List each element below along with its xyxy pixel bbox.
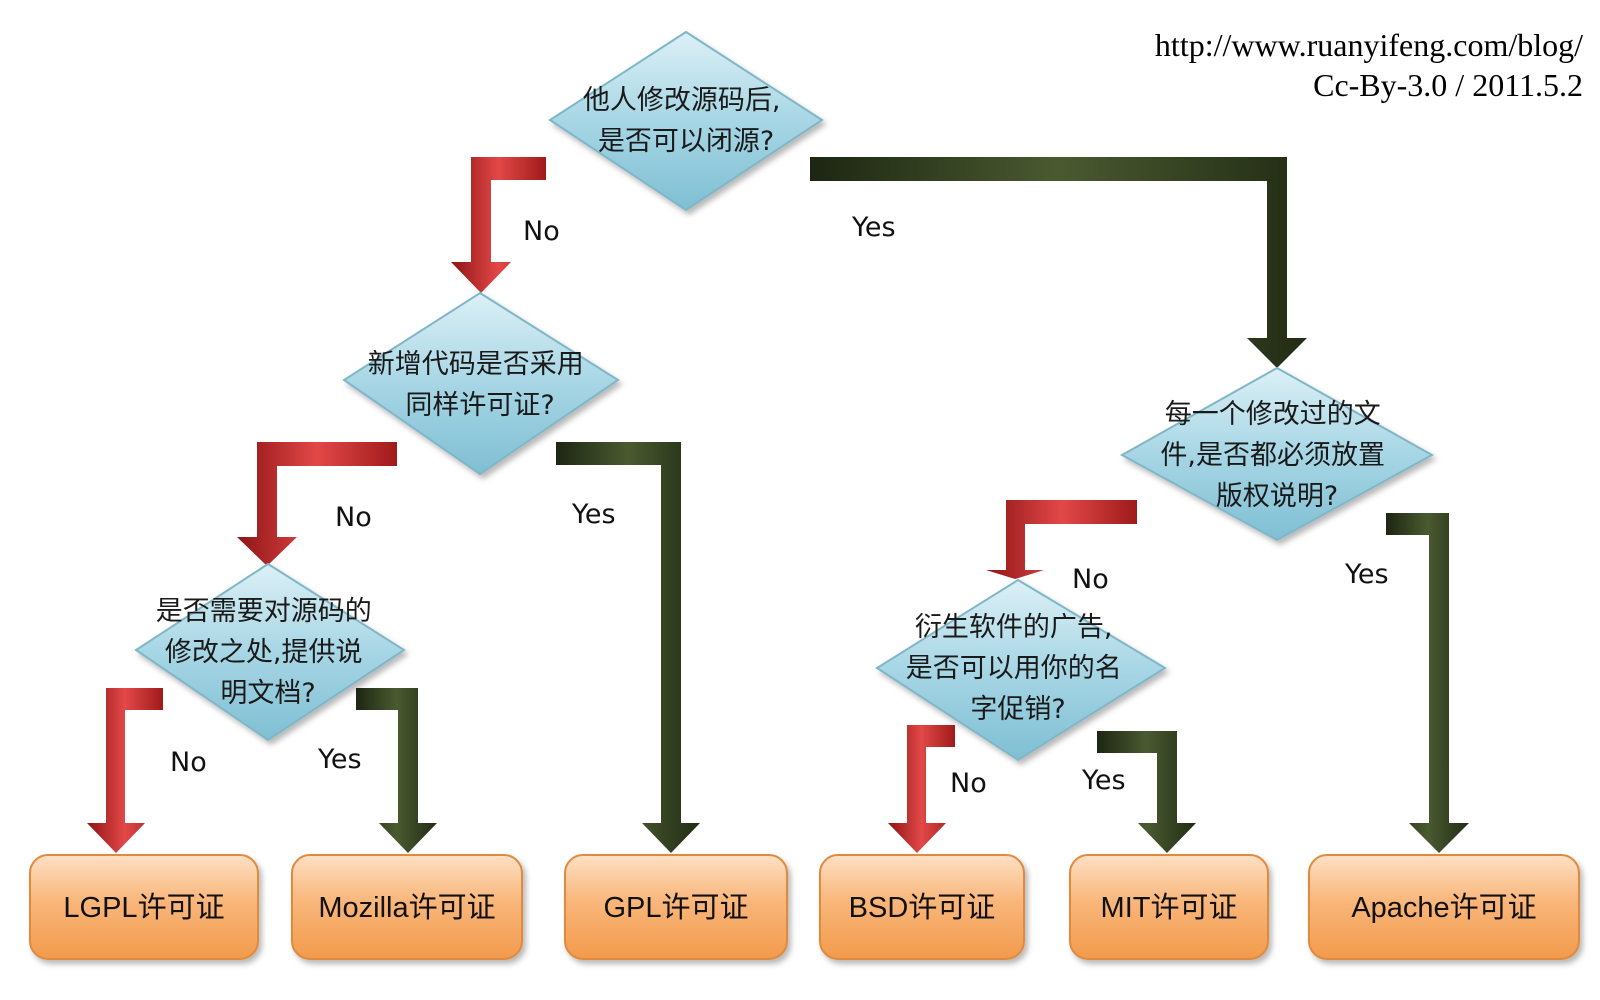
label-q4-yes: Yes — [1344, 559, 1389, 590]
q5-line-2: 是否可以用你的名 — [906, 653, 1122, 684]
license-mozilla-label: Mozilla许可证 — [318, 891, 495, 924]
svg-text:他人修改源码后, 是否可以闭源?: 他人修改源码后, 是否可以闭源? — [583, 85, 789, 157]
license-mit-label: MIT许可证 — [1101, 891, 1238, 924]
arrow-q4-no — [986, 500, 1137, 579]
svg-text:新增代码是否采用 同样许可证?: 新增代码是否采用 同样许可证? — [368, 349, 593, 421]
q1-line-2: 是否可以闭源? — [598, 126, 774, 157]
license-box-gpl: GPL许可证 — [564, 854, 788, 960]
decision-q3: 是否需要对源码的 修改之处,提供说 明文档? — [134, 562, 406, 742]
license-box-mozilla: Mozilla许可证 — [291, 854, 523, 960]
svg-text:衍生软件的广告, 是否可以用你的名: 衍生软件的广告, 是否可以用你的名 字促销? — [906, 612, 1131, 725]
arrow-q1-no — [451, 157, 546, 293]
license-box-lgpl: LGPL许可证 — [29, 854, 259, 960]
label-q1-yes: Yes — [851, 212, 896, 243]
label-q5-yes: Yes — [1081, 765, 1126, 796]
license-lgpl-label: LGPL许可证 — [63, 891, 224, 924]
arrow-q2-no — [237, 442, 397, 566]
q4-line-3: 版权说明? — [1216, 481, 1338, 512]
q4-line-1: 每一个修改过的文 — [1165, 399, 1381, 430]
q1-line-1: 他人修改源码后, — [583, 85, 781, 116]
q4-line-2: 件,是否都必须放置 — [1160, 440, 1385, 471]
svg-text:每一个修改过的文 件,是否都必须放置: 每一个修改过的文 件,是否都必须放置 版权说明? — [1160, 399, 1393, 512]
q2-line-2: 同样许可证? — [405, 390, 554, 421]
arrow-q3-no — [87, 688, 163, 853]
q5-line-3: 字促销? — [970, 694, 1065, 725]
arrow-q2-yes — [556, 442, 700, 853]
label-q3-no: No — [170, 747, 207, 778]
arrow-q4-yes — [1386, 513, 1469, 853]
label-q2-yes: Yes — [571, 499, 616, 530]
label-q1-no: No — [523, 216, 560, 247]
label-q5-no: No — [950, 768, 987, 799]
decision-q2: 新增代码是否采用 同样许可证? — [342, 291, 620, 476]
arrow-q5-yes — [1097, 731, 1196, 853]
svg-text:是否需要对源码的 修改之处,提供说: 是否需要对源码的 修改之处,提供说 明文档? — [156, 596, 381, 709]
decision-q1: 他人修改源码后, 是否可以闭源? — [548, 30, 824, 212]
credit-license: Cc-By-3.0 / 2011.5.2 — [1313, 67, 1583, 103]
license-apache-label: Apache许可证 — [1351, 891, 1536, 924]
arrow-q5-no — [888, 725, 955, 853]
license-box-mit: MIT许可证 — [1069, 854, 1269, 960]
q3-line-2: 修改之处,提供说 — [165, 637, 363, 668]
q5-line-1: 衍生软件的广告, — [915, 612, 1113, 643]
q2-line-1: 新增代码是否采用 — [368, 349, 584, 380]
decision-q5: 衍生软件的广告, 是否可以用你的名 字促销? — [875, 578, 1167, 762]
decision-q4: 每一个修改过的文 件,是否都必须放置 版权说明? — [1119, 366, 1435, 542]
license-box-apache: Apache许可证 — [1308, 854, 1580, 960]
license-bsd-label: BSD许可证 — [849, 891, 996, 924]
credit-url: http://www.ruanyifeng.com/blog/ — [1155, 27, 1583, 63]
license-gpl-label: GPL许可证 — [603, 891, 748, 924]
arrow-q3-yes — [356, 688, 437, 853]
q3-line-3: 明文档? — [220, 678, 315, 709]
label-q2-no: No — [335, 502, 372, 533]
license-box-bsd: BSD许可证 — [819, 854, 1025, 960]
label-q4-no: No — [1072, 564, 1109, 595]
arrow-q1-yes — [810, 157, 1307, 368]
q3-line-1: 是否需要对源码的 — [156, 596, 372, 627]
label-q3-yes: Yes — [317, 744, 362, 775]
